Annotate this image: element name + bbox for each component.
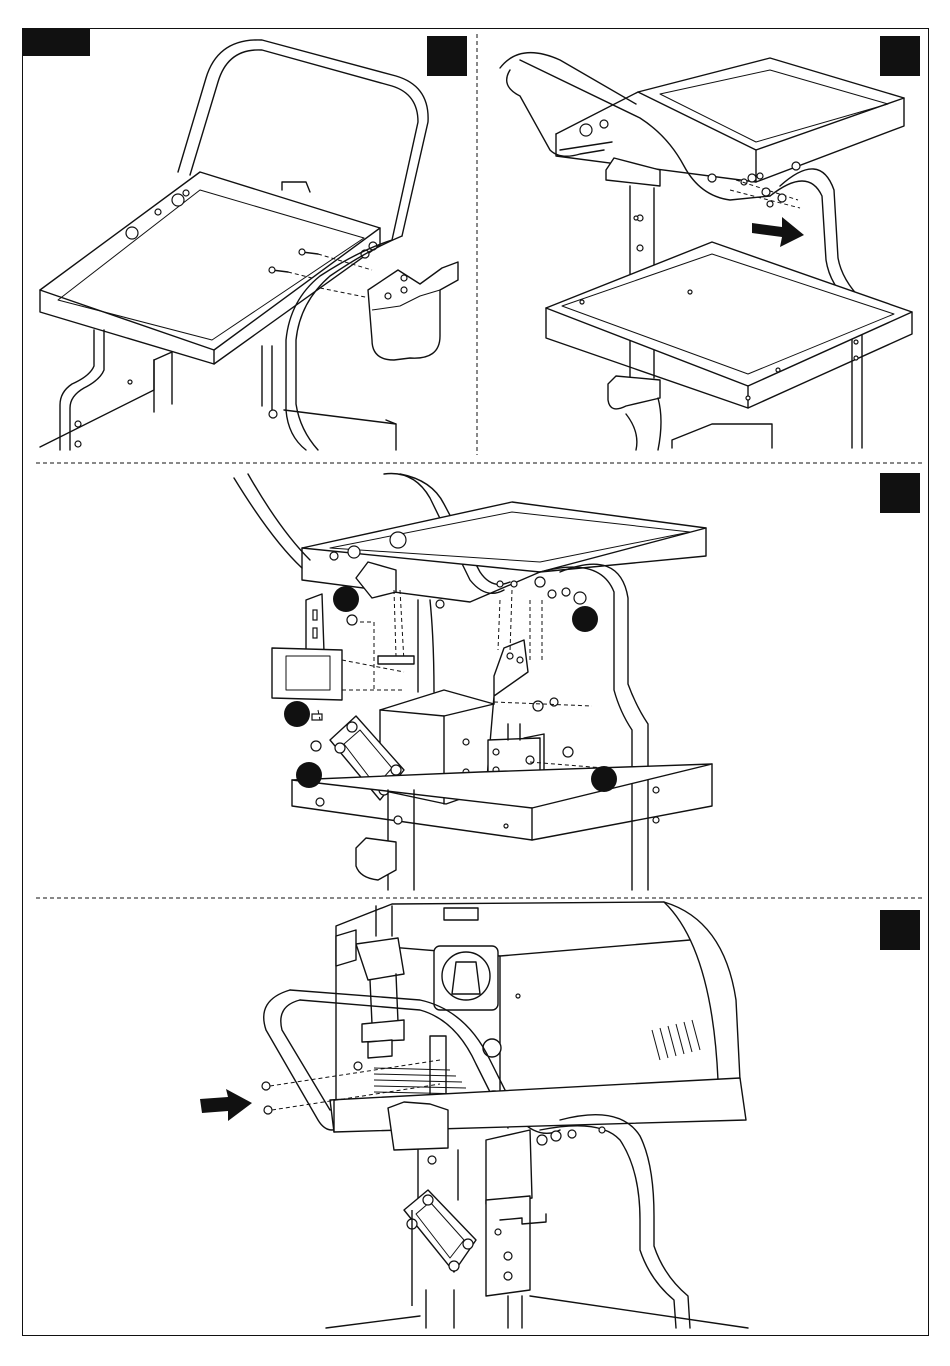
callout-5 [591, 766, 617, 792]
callout-4 [296, 762, 322, 788]
callout-2 [572, 606, 598, 632]
callout-3 [284, 701, 310, 727]
step-box-4 [880, 910, 920, 950]
panel-4-drawing [262, 902, 748, 1328]
step-box-2 [880, 36, 920, 76]
panel-1-drawing [40, 40, 458, 450]
arrow-right-icon [200, 1089, 252, 1123]
callout-1 [333, 586, 359, 612]
arrow-right-icon [752, 213, 804, 247]
step-box-1 [427, 36, 467, 76]
panel-3-drawing [234, 474, 712, 891]
step-box-3 [880, 473, 920, 513]
panel-2-drawing [500, 53, 912, 450]
